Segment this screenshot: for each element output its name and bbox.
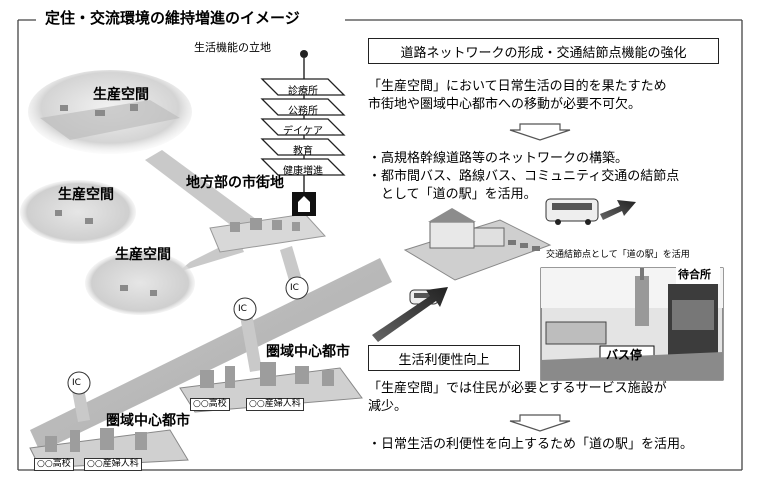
road-bullet-1: ・高規格幹線道路等のネットワークの構築。 bbox=[368, 151, 629, 166]
section-life-title: 生活利便性向上 bbox=[368, 345, 520, 371]
roads bbox=[30, 150, 392, 452]
label-ic-3: IC bbox=[72, 378, 81, 388]
production-space-blobs bbox=[20, 70, 195, 315]
label-high-school-1: ○○高校 bbox=[190, 398, 230, 411]
stack-item-clinic: 診療所 bbox=[288, 86, 318, 97]
label-seikatsu-kino: 生活機能の立地 bbox=[194, 41, 271, 54]
label-bus-stop: バス停 bbox=[606, 348, 643, 362]
bus-stop-photo bbox=[540, 266, 724, 381]
michi-no-eki-illustration bbox=[403, 208, 552, 281]
label-maternity-1: ○○産婦人科 bbox=[246, 398, 304, 411]
section-road-title: 道路ネットワークの形成・交通結節点機能の強化 bbox=[368, 38, 719, 64]
road-bullet-3: として「道の駅」を活用。 bbox=[368, 187, 537, 202]
label-maternity-2: ○○産婦人科 bbox=[84, 458, 142, 471]
label-regional-city-2: 圏域中心都市 bbox=[106, 413, 190, 429]
life-paragraph-line-1: 「生産空間」では住民が必要とするサービス施設が bbox=[368, 381, 667, 396]
label-regional-city-1: 圏域中心都市 bbox=[266, 344, 350, 360]
stack-item-office: 公務所 bbox=[288, 106, 318, 117]
label-production-space-3: 生産空間 bbox=[115, 247, 171, 263]
life-bullet: ・日常生活の利便性を向上するため「道の駅」を活用。 bbox=[368, 437, 694, 452]
road-bullets: ・高規格幹線道路等のネットワークの構築。 ・都市間バス、路線バス、コミュニティ交… bbox=[368, 150, 679, 204]
label-waiting-room: 待合所 bbox=[678, 268, 711, 281]
stack-item-daycare: デイケア bbox=[283, 126, 323, 137]
road-bullet-2: ・都市間バス、路線バス、コミュニティ交通の結節点 bbox=[368, 169, 680, 184]
road-paragraph-line-1: 「生産空間」において日常生活の目的を果たすため bbox=[368, 79, 667, 94]
label-ic-1: IC bbox=[290, 283, 299, 293]
label-production-space-1: 生産空間 bbox=[93, 87, 149, 103]
service-stack bbox=[260, 78, 346, 176]
road-paragraph-line-2: 市街地や圏域中心都市への移動が必要不可欠。 bbox=[368, 97, 642, 112]
label-production-space-2: 生産空間 bbox=[58, 187, 114, 203]
direction-arrows bbox=[372, 200, 636, 342]
label-ic-2: IC bbox=[238, 304, 247, 314]
stack-item-education: 教育 bbox=[293, 146, 313, 157]
label-high-school-2: ○○高校 bbox=[34, 458, 74, 471]
life-paragraph: 「生産空間」では住民が必要とするサービス施設が 減少。 bbox=[368, 380, 667, 416]
life-paragraph-line-2: 減少。 bbox=[368, 399, 408, 414]
local-city-tile bbox=[209, 213, 326, 253]
diagram-title: 定住・交流環境の維持増進のイメージ bbox=[40, 11, 305, 26]
label-transport-node: 交通結節点として「道の駅」を活用 bbox=[546, 250, 690, 260]
label-local-city: 地方部の市街地 bbox=[186, 175, 284, 191]
down-arrows bbox=[509, 123, 571, 432]
stack-item-health: 健康増進 bbox=[283, 166, 323, 177]
road-paragraph: 「生産空間」において日常生活の目的を果たすため 市街地や圏域中心都市への移動が必… bbox=[368, 78, 667, 114]
ic-circles bbox=[67, 276, 309, 395]
